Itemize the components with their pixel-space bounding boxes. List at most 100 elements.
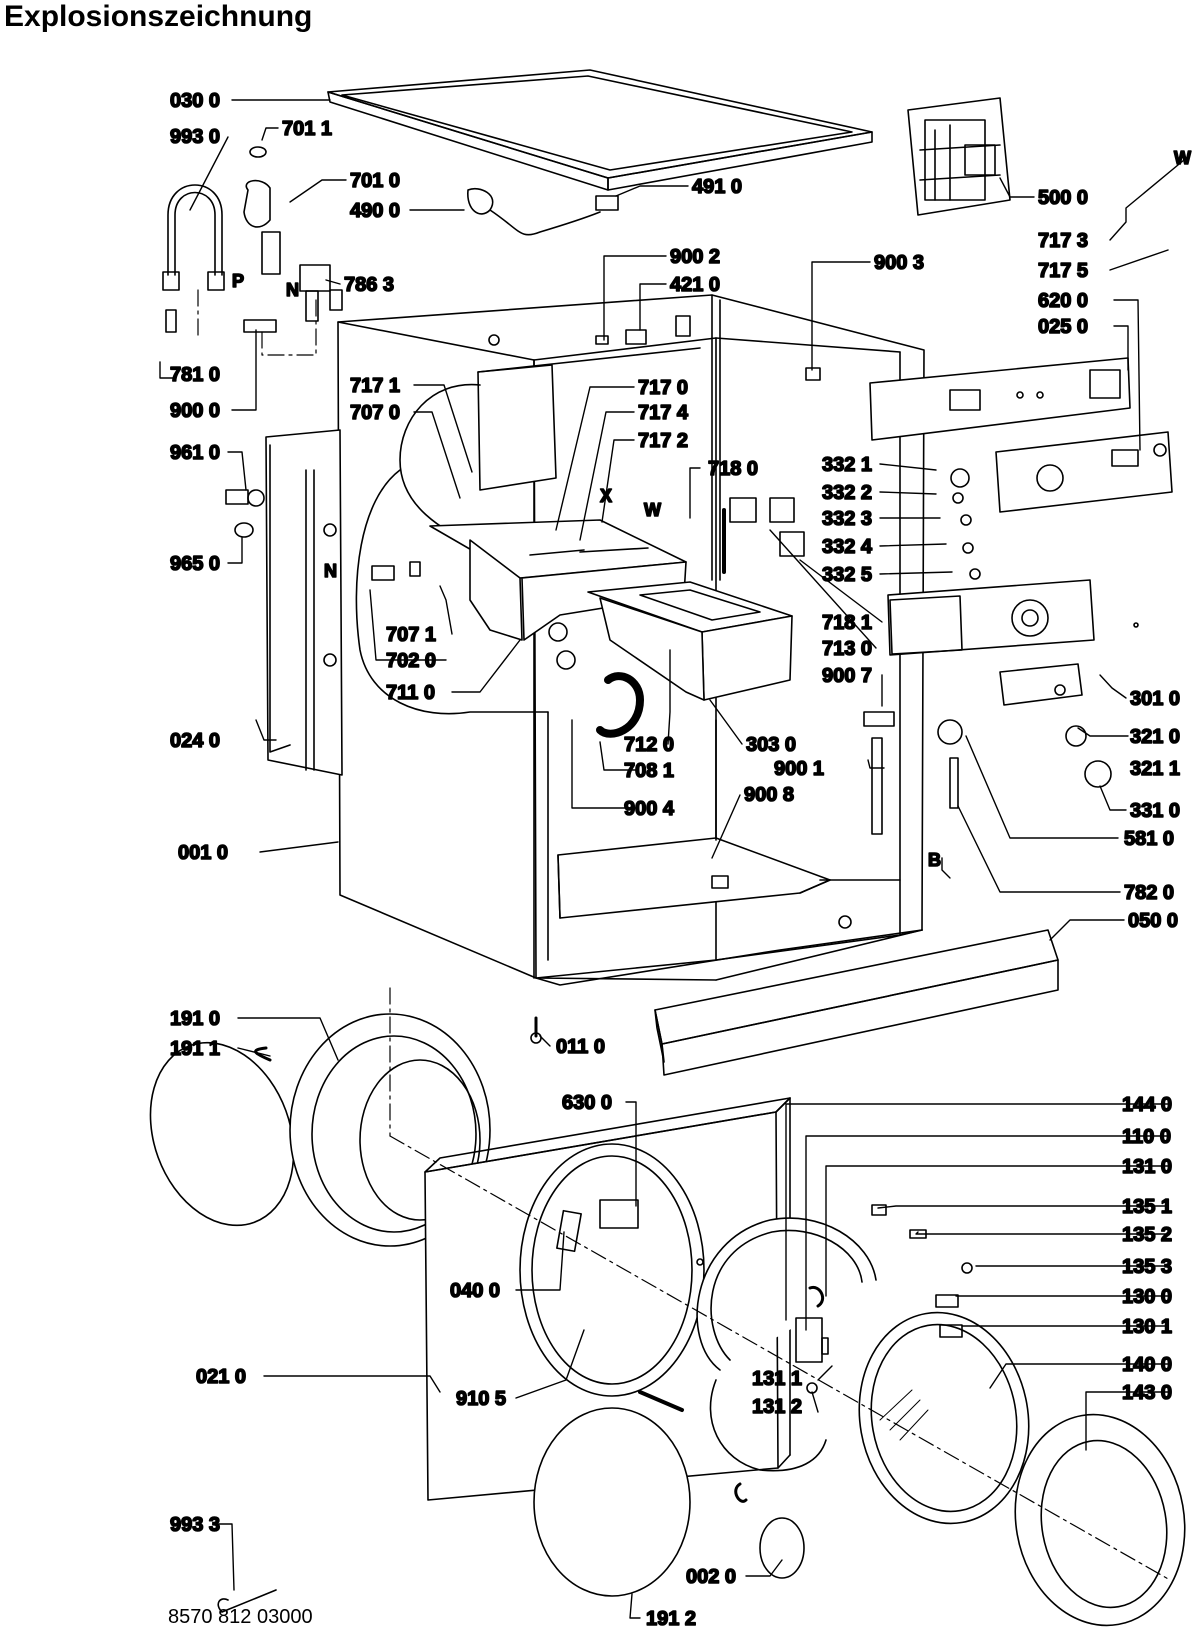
callout-025-0: 025 0: [1038, 316, 1088, 338]
electronic-module-drawing: [907, 97, 1011, 216]
callout-707-1: 707 1: [386, 624, 436, 646]
callout-900-3: 900 3: [874, 252, 924, 274]
door-glass-drawing: [858, 1311, 1186, 1627]
callout-131-1: 131 1: [752, 1368, 802, 1390]
callout-702-0: 702 0: [386, 650, 436, 672]
callout-717-2: 717 2: [638, 430, 688, 452]
callout-191-2: 191 2: [646, 1608, 696, 1630]
callout-717-4: 717 4: [638, 402, 689, 424]
callout-712-0: 712 0: [624, 734, 674, 756]
callout-332-2: 332 2: [822, 482, 872, 504]
callout-717-5: 717 5: [1038, 260, 1088, 282]
callout-900-4: 900 4: [624, 798, 675, 820]
callout-993-0: 993 0: [170, 126, 220, 148]
callout-421-0: 421 0: [670, 274, 720, 296]
callout-332-1: 332 1: [822, 454, 872, 476]
callout-labels: 030 0 993 0 701 1 701 0 490 0 491 0 500 …: [169, 89, 1192, 1631]
marker-p: P: [232, 271, 244, 291]
callout-130-1: 130 1: [1122, 1316, 1172, 1338]
marker-x: X: [600, 486, 612, 506]
callout-135-1: 135 1: [1122, 1196, 1172, 1218]
callout-993-3: 993 3: [170, 1514, 220, 1536]
control-panel-drawing: [654, 929, 1059, 1076]
callout-782-0: 782 0: [1124, 882, 1174, 904]
detergent-drawer-drawing: [587, 581, 793, 701]
callout-717-0: 717 0: [638, 377, 688, 399]
callout-707-0: 707 0: [350, 402, 400, 424]
callout-332-4: 332 4: [822, 536, 873, 558]
callout-711-0: 711 0: [386, 682, 435, 704]
front-panel-drawing: [424, 1097, 791, 1501]
knobs-drawing: [937, 468, 1112, 788]
callout-708-1: 708 1: [624, 760, 674, 782]
callout-900-7: 900 7: [822, 665, 872, 687]
callout-500-0: 500 0: [1038, 187, 1088, 209]
callout-040-0: 040 0: [450, 1280, 500, 1302]
hoses-drawing: [162, 146, 619, 333]
callout-900-8: 900 8: [744, 784, 794, 806]
callout-144-0: 144 0: [1122, 1094, 1172, 1116]
tub-seal-drawing: [149, 1013, 491, 1247]
callout-021-0: 021 0: [196, 1366, 246, 1388]
callout-717-3: 717 3: [1038, 230, 1088, 252]
callout-301-0: 301 0: [1130, 688, 1180, 710]
callout-110-0: 110 0: [1122, 1126, 1171, 1148]
callout-331-0: 331 0: [1130, 800, 1180, 822]
callout-491-0: 491 0: [692, 176, 742, 198]
callout-701-1: 701 1: [282, 118, 332, 140]
leader-lines: [159, 99, 1185, 1619]
marker-b: B: [928, 850, 941, 870]
callout-191-0: 191 0: [170, 1008, 220, 1030]
marker-w-top: W: [1174, 148, 1191, 168]
drain-hose-drawing: [225, 315, 959, 889]
rear-panel-drawing: [265, 429, 343, 776]
callout-135-2: 135 2: [1122, 1224, 1172, 1246]
callout-024-0: 024 0: [170, 730, 220, 752]
callout-490-0: 490 0: [350, 200, 400, 222]
callout-781-0: 781 0: [170, 364, 220, 386]
callout-900-2: 900 2: [670, 246, 720, 268]
marker-n-inlet: N: [286, 280, 299, 300]
callout-900-0: 900 0: [170, 400, 220, 422]
callout-131-0: 131 0: [1122, 1156, 1172, 1178]
callout-140-0: 140 0: [1122, 1354, 1172, 1376]
document-number: 8570 812 03000: [168, 1606, 313, 1628]
callout-965-0: 965 0: [170, 553, 220, 575]
callout-701-0: 701 0: [350, 170, 400, 192]
callout-630-0: 630 0: [562, 1092, 612, 1114]
callout-717-1: 717 1: [350, 375, 400, 397]
control-fascia-drawing: [887, 579, 1139, 706]
callout-191-1: 191 1: [170, 1038, 220, 1060]
axis-lines: [197, 289, 1171, 1581]
callout-718-0: 718 0: [708, 458, 758, 480]
marker-w-housing: W: [644, 500, 661, 520]
callout-011-0: 011 0: [556, 1036, 605, 1058]
callout-143-0: 143 0: [1122, 1382, 1172, 1404]
callout-321-1: 321 1: [1130, 758, 1180, 780]
callout-581-0: 581 0: [1124, 828, 1174, 850]
pcb-drawing: [869, 357, 1173, 513]
callout-135-3: 135 3: [1122, 1256, 1172, 1278]
callout-718-1: 718 1: [822, 612, 872, 634]
callout-620-0: 620 0: [1038, 290, 1088, 312]
callout-001-0: 001 0: [178, 842, 228, 864]
callout-303-0: 303 0: [746, 734, 796, 756]
callout-910-5: 910 5: [456, 1388, 506, 1410]
page-title: Explosionszeichnung: [4, 0, 313, 33]
misc-lower-drawing: [217, 1016, 805, 1613]
callout-332-3: 332 3: [822, 508, 872, 530]
top-cover-drawing: [327, 69, 873, 191]
callout-332-5: 332 5: [822, 564, 872, 586]
callout-002-0: 002 0: [686, 1566, 736, 1588]
cabinet-drawing: [337, 294, 925, 986]
callout-030-0: 030 0: [170, 90, 220, 112]
callout-050-0: 050 0: [1128, 910, 1178, 932]
callout-961-0: 961 0: [170, 442, 220, 464]
marker-n-housing: N: [324, 561, 337, 581]
callout-321-0: 321 0: [1130, 726, 1180, 748]
callout-900-1: 900 1: [774, 758, 824, 780]
callout-130-0: 130 0: [1122, 1286, 1172, 1308]
callout-131-2: 131 2: [752, 1396, 802, 1418]
callout-786-3: 786 3: [344, 274, 394, 296]
